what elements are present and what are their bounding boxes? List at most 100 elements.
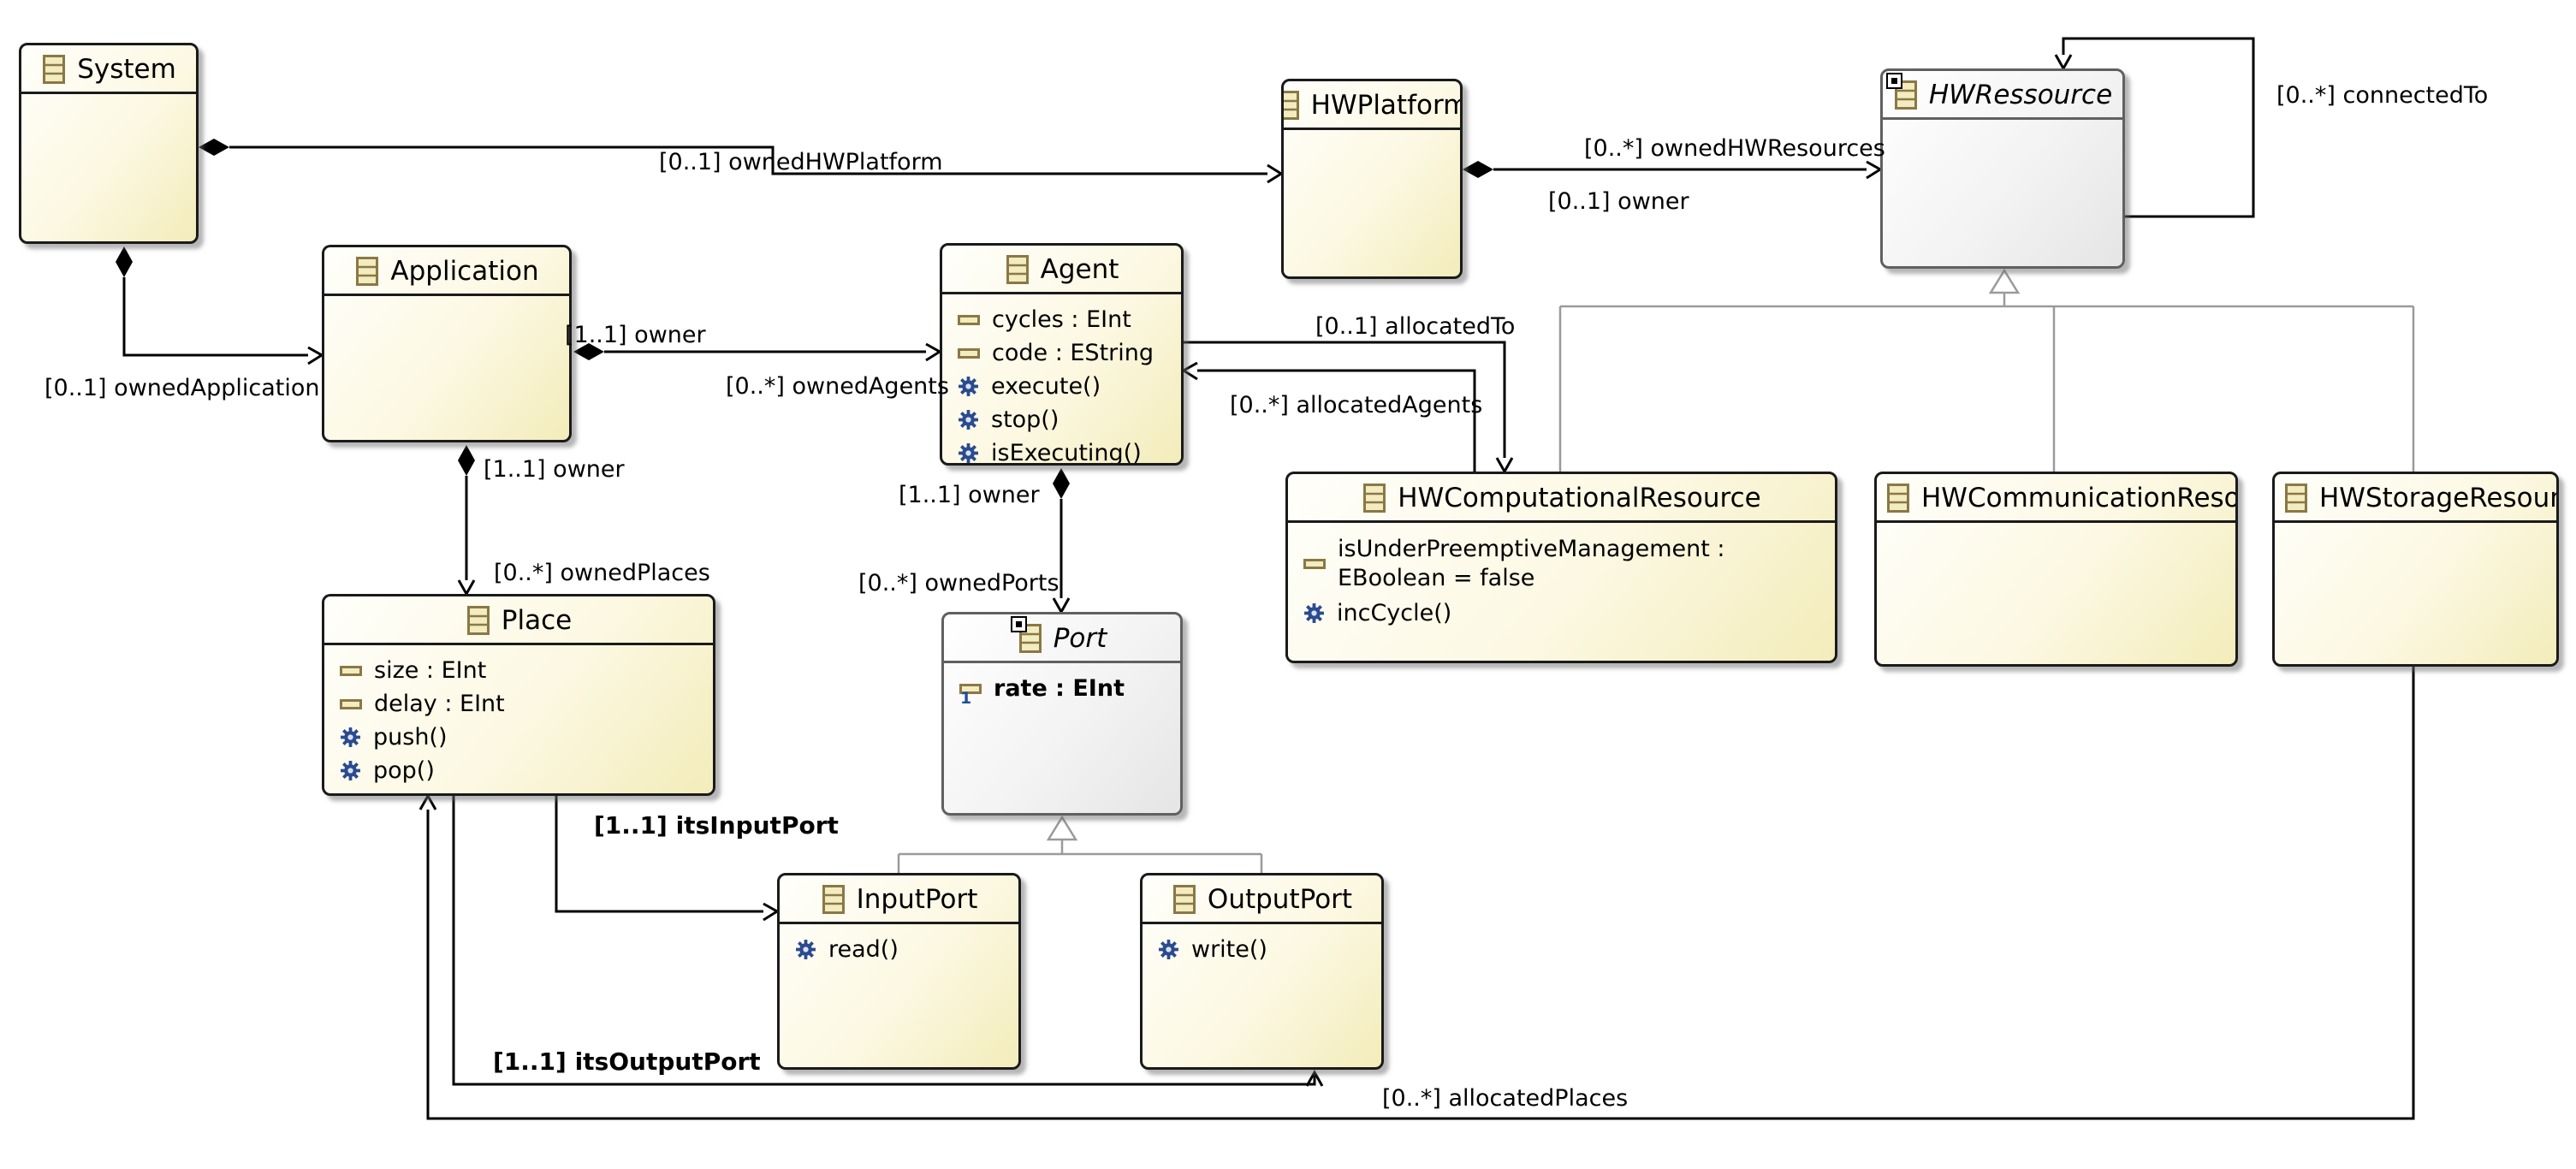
arrowhead-into-port <box>1052 597 1071 615</box>
class-hwcommunicationresource[interactable]: HWCommunicationResource <box>1874 472 2238 667</box>
class-hwstorageresource[interactable]: HWStorageResource <box>2272 472 2559 667</box>
class-hwcomputationalresource[interactable]: HWComputationalResource isUnderPreemptiv… <box>1285 472 1837 663</box>
operation-gear-icon <box>1158 939 1179 960</box>
edge-ownedHWResources[interactable] <box>1463 160 1883 180</box>
operation-row[interactable]: push() <box>324 721 713 754</box>
class-name: HWComputationalResource <box>1398 483 1761 513</box>
operation-gear-icon <box>958 409 979 430</box>
edge-generalization-hwressource[interactable] <box>1558 268 2415 472</box>
arrowhead-into-place <box>457 579 476 597</box>
attribute-row[interactable]: delay : EInt <box>324 687 713 721</box>
class-application-body <box>324 296 569 440</box>
attribute-text: isUnderPreemptiveManagement : EBoolean =… <box>1338 536 1725 591</box>
arrowhead-into-hwcomputationalresource <box>1495 457 1514 475</box>
attribute-row[interactable]: 1 rate : EInt <box>944 672 1180 708</box>
operation-row[interactable]: isExecuting() <box>942 436 1181 463</box>
class-place-title: Place <box>324 596 713 645</box>
operation-row[interactable]: pop() <box>324 754 713 787</box>
edge-allocatedAgents[interactable] <box>1181 361 1476 472</box>
class-inputport-title: InputPort <box>780 875 1018 924</box>
multiplicity-one-badge: 1 <box>960 688 972 708</box>
attribute-icon <box>958 313 980 327</box>
diamond-application-agent <box>573 343 604 360</box>
class-port[interactable]: Port 1 rate : EInt <box>941 612 1183 816</box>
edge-label-ownedagents[interactable]: [0..*] ownedAgents <box>726 373 949 400</box>
class-system[interactable]: System <box>19 43 199 244</box>
edge-label-hw-owner[interactable]: [0..1] owner <box>1548 188 1689 215</box>
attribute-text: delay : EInt <box>374 691 505 717</box>
edge-label-allocatedplaces[interactable]: [0..*] allocatedPlaces <box>1382 1085 1629 1112</box>
class-inputport[interactable]: InputPort read() <box>777 873 1021 1070</box>
edge-label-allocatedto[interactable]: [0..1] allocatedTo <box>1315 313 1516 340</box>
edge-generalization-port[interactable] <box>897 815 1263 873</box>
edge-label-ownedhwplatform[interactable]: [0..1] ownedHWPlatform <box>659 149 943 175</box>
arrowhead-into-application <box>307 346 324 365</box>
class-hwplatform-title: HWPlatform <box>1284 81 1460 130</box>
edge-ownedApplication[interactable] <box>116 246 324 365</box>
edge-label-ownedplaces[interactable]: [0..*] ownedPlaces <box>494 560 710 586</box>
operation-row[interactable]: write() <box>1143 933 1381 966</box>
operation-text: incCycle() <box>1337 599 1452 626</box>
edge-label-connectedto[interactable]: [0..*] connectedTo <box>2276 82 2489 109</box>
operation-text: read() <box>828 936 899 963</box>
abstract-class-icon <box>1010 616 1042 653</box>
edge-label-place-owner[interactable]: [1..1] owner <box>484 456 625 483</box>
arrowhead-into-hwressource <box>1866 160 1883 180</box>
attribute-icon <box>340 697 362 711</box>
class-hwstorageresource-body <box>2275 523 2556 664</box>
operation-row[interactable]: incCycle() <box>1288 596 1835 630</box>
operation-row[interactable]: execute() <box>942 370 1181 403</box>
edge-label-allocatedagents[interactable]: [0..*] allocatedAgents <box>1230 392 1483 418</box>
attribute-text: cycles : EInt <box>992 306 1131 333</box>
diamond-system-hwplatform <box>199 139 229 156</box>
class-outputport-body: write() <box>1143 924 1381 1067</box>
class-agent-title: Agent <box>942 246 1181 294</box>
attribute-row[interactable]: code : EString <box>942 336 1181 370</box>
attribute-icon: 1 <box>959 682 982 708</box>
edge-label-itsoutputport[interactable]: [1..1] itsOutputPort <box>493 1047 761 1076</box>
operation-gear-icon <box>958 376 979 397</box>
class-icon <box>822 885 845 914</box>
edge-allocatedPlaces[interactable] <box>418 667 2415 1120</box>
edge-itsOutputPort[interactable] <box>452 796 1324 1087</box>
operation-row[interactable]: stop() <box>942 403 1181 436</box>
class-application[interactable]: Application <box>322 245 572 442</box>
class-icon <box>466 606 490 635</box>
operation-row[interactable]: read() <box>780 933 1018 966</box>
arrowhead-into-agent <box>925 342 942 362</box>
operation-text: push() <box>373 724 448 751</box>
class-hwcommunicationresource-body <box>1877 523 2235 664</box>
abstract-badge-icon <box>1010 616 1027 632</box>
class-icon <box>1172 885 1196 914</box>
class-name: HWCommunicationResource <box>1921 483 2235 513</box>
attribute-text: rate : EInt <box>994 675 1125 702</box>
class-icon <box>1887 484 1909 513</box>
class-place[interactable]: Place size : EInt delay : EInt push() po… <box>322 594 715 796</box>
class-hwplatform[interactable]: HWPlatform <box>1281 79 1463 279</box>
edge-label-agent-owner[interactable]: [1..1] owner <box>565 322 706 348</box>
edge-label-ownedapplication[interactable]: [0..1] ownedApplication <box>45 375 320 401</box>
edge-label-ownedhwresources[interactable]: [0..*] ownedHWResources <box>1584 135 1885 162</box>
class-hwressource[interactable]: HWRessource <box>1880 68 2125 269</box>
edge-ownedPlaces[interactable] <box>457 445 476 597</box>
class-name: Place <box>501 605 573 636</box>
class-icon <box>2285 484 2307 513</box>
edge-label-port-owner[interactable]: [1..1] owner <box>899 482 1040 508</box>
edge-label-itsinputport[interactable]: [1..1] itsInputPort <box>594 811 839 840</box>
triangle-port <box>1046 815 1078 841</box>
operation-text: isExecuting() <box>991 440 1142 463</box>
class-agent[interactable]: Agent cycles : EInt code : EString execu… <box>940 243 1184 466</box>
edge-label-ownedports[interactable]: [0..*] ownedPorts <box>858 570 1059 596</box>
class-port-title: Port <box>944 614 1180 663</box>
attribute-text: size : EInt <box>374 657 487 684</box>
class-outputport[interactable]: OutputPort write() <box>1140 873 1384 1070</box>
attribute-row[interactable]: size : EInt <box>324 654 713 687</box>
attribute-row[interactable]: isUnderPreemptiveManagement : EBoolean =… <box>1288 531 1835 596</box>
attribute-row[interactable]: cycles : EInt <box>942 303 1181 336</box>
class-agent-body: cycles : EInt code : EString execute() s… <box>942 294 1181 463</box>
operation-gear-icon <box>795 939 816 960</box>
class-name: HWPlatform <box>1310 90 1460 121</box>
class-inputport-body: read() <box>780 924 1018 1067</box>
operation-text: write() <box>1191 936 1267 963</box>
abstract-class-icon <box>1885 73 1917 110</box>
